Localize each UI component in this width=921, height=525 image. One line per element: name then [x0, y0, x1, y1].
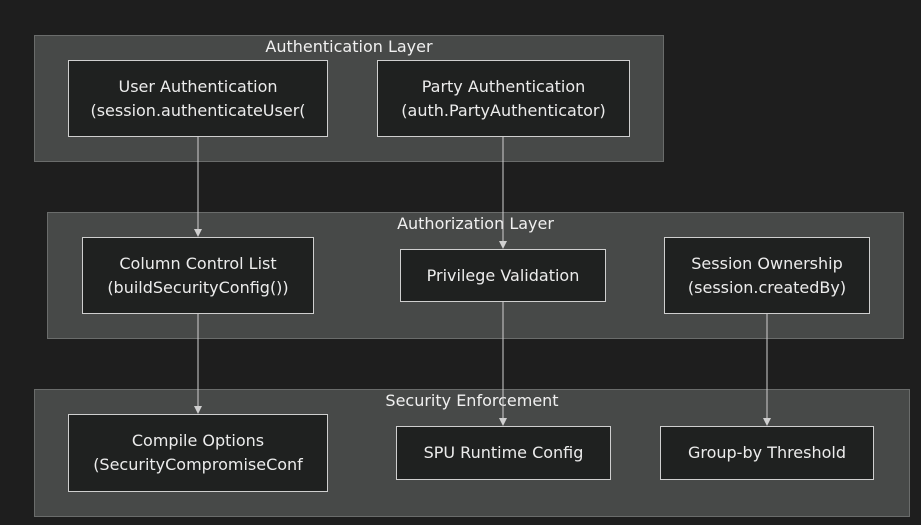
- node-column-control-list-detail: (buildSecurityConfig()): [107, 277, 289, 297]
- node-party-authentication: Party Authentication (auth.PartyAuthenti…: [377, 60, 630, 137]
- node-compile-options: Compile Options (SecurityCompromiseConf: [68, 414, 328, 492]
- node-session-ownership: Session Ownership (session.createdBy): [664, 237, 870, 314]
- authentication-layer-title: Authentication Layer: [265, 37, 433, 56]
- node-group-by-threshold-title: Group-by Threshold: [687, 443, 847, 462]
- security-enforcement-layer-title: Security Enforcement: [385, 391, 559, 410]
- authorization-layer-title: Authorization Layer: [397, 214, 554, 233]
- node-compile-options-title: Compile Options: [131, 431, 265, 450]
- node-compile-options-detail: (SecurityCompromiseConf: [93, 455, 303, 474]
- node-privilege-validation-title: Privilege Validation: [426, 265, 580, 285]
- node-user-authentication: User Authentication (session.authenticat…: [68, 60, 328, 137]
- node-party-authentication-title: Party Authentication: [421, 76, 586, 96]
- node-column-control-list: Column Control List (buildSecurityConfig…: [82, 237, 314, 314]
- node-party-authentication-detail: (auth.PartyAuthenticator): [401, 100, 606, 120]
- node-user-authentication-detail: (session.authenticateUser(: [90, 100, 306, 120]
- node-session-ownership-detail: (session.createdBy): [687, 277, 847, 297]
- node-group-by-threshold: Group-by Threshold: [660, 426, 874, 480]
- node-user-authentication-title: User Authentication: [118, 76, 278, 96]
- node-spu-runtime-config-title: SPU Runtime Config: [423, 443, 584, 462]
- node-spu-runtime-config: SPU Runtime Config: [396, 426, 611, 480]
- node-column-control-list-title: Column Control List: [119, 253, 277, 273]
- node-session-ownership-title: Session Ownership: [691, 253, 843, 273]
- node-privilege-validation: Privilege Validation: [400, 249, 606, 302]
